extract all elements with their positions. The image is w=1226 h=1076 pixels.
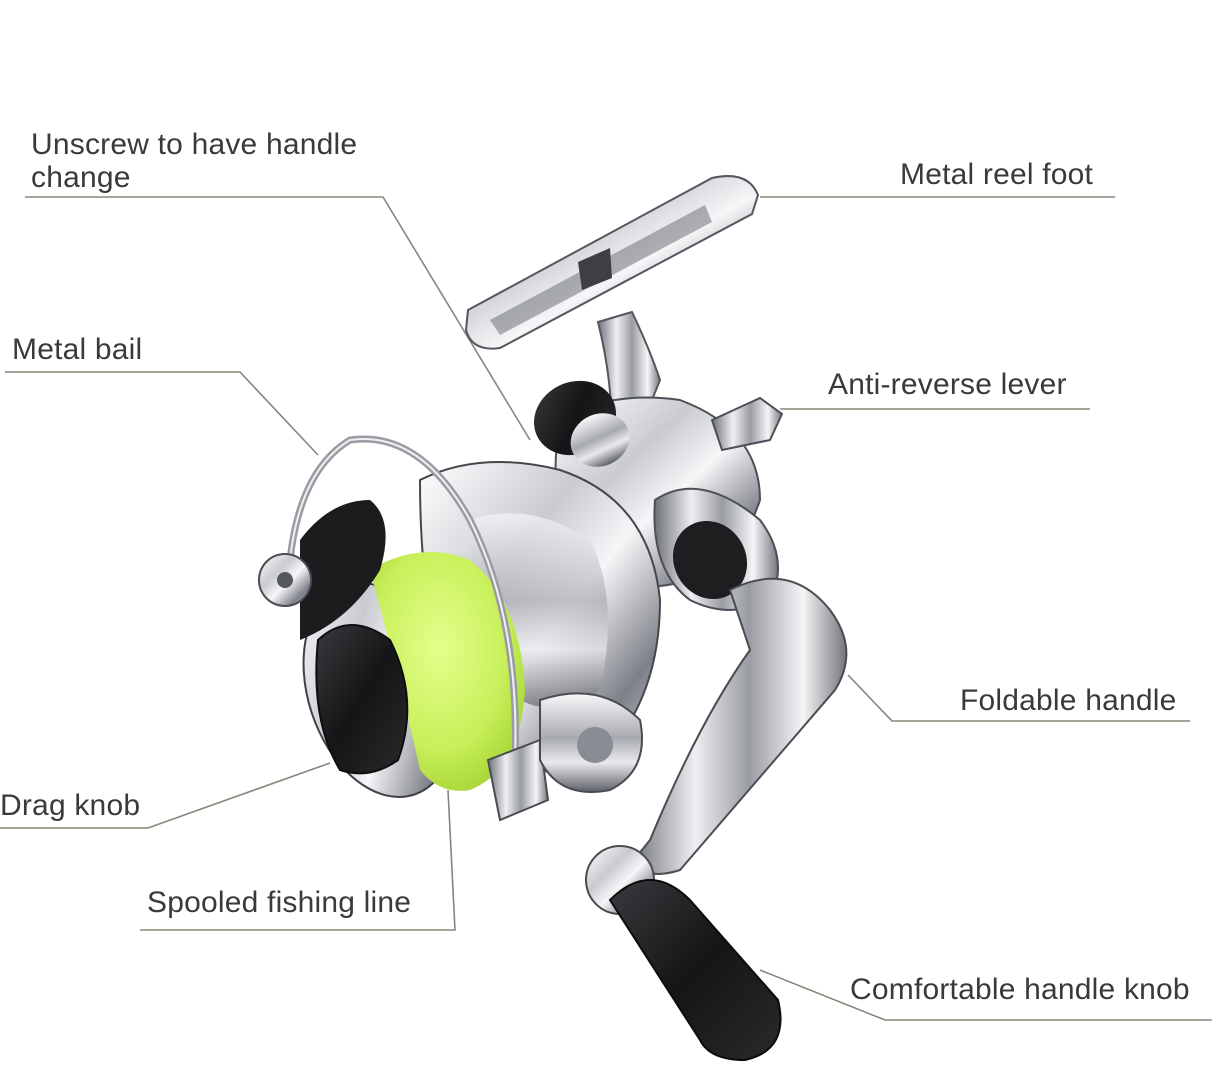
label-comfortable-handle-knob: Comfortable handle knob	[850, 973, 1190, 1006]
leader-lines	[0, 196, 1212, 1021]
label-drag-knob: Drag knob	[0, 789, 141, 822]
leader-bail	[5, 371, 319, 456]
label-metal-reel-foot: Metal reel foot	[900, 158, 1094, 191]
label-foldable-handle: Foldable handle	[960, 684, 1177, 717]
label-metal-bail: Metal bail	[12, 333, 143, 366]
label-spooled-fishing-line: Spooled fishing line	[147, 886, 412, 919]
leader-spool	[140, 789, 456, 931]
bail-shape	[258, 435, 550, 822]
label-unscrew-handle: Unscrew to have handle change	[31, 128, 358, 194]
handle-shape	[585, 577, 848, 1062]
label-anti-reverse-lever: Anti-reverse lever	[828, 368, 1067, 401]
reel-foot-shape	[464, 175, 760, 432]
leader-drag	[0, 762, 331, 829]
leader-foldable	[847, 674, 1190, 722]
leader-unscrew	[25, 196, 531, 441]
rotor-base-shape	[539, 692, 643, 793]
leader-knob	[759, 969, 1212, 1021]
